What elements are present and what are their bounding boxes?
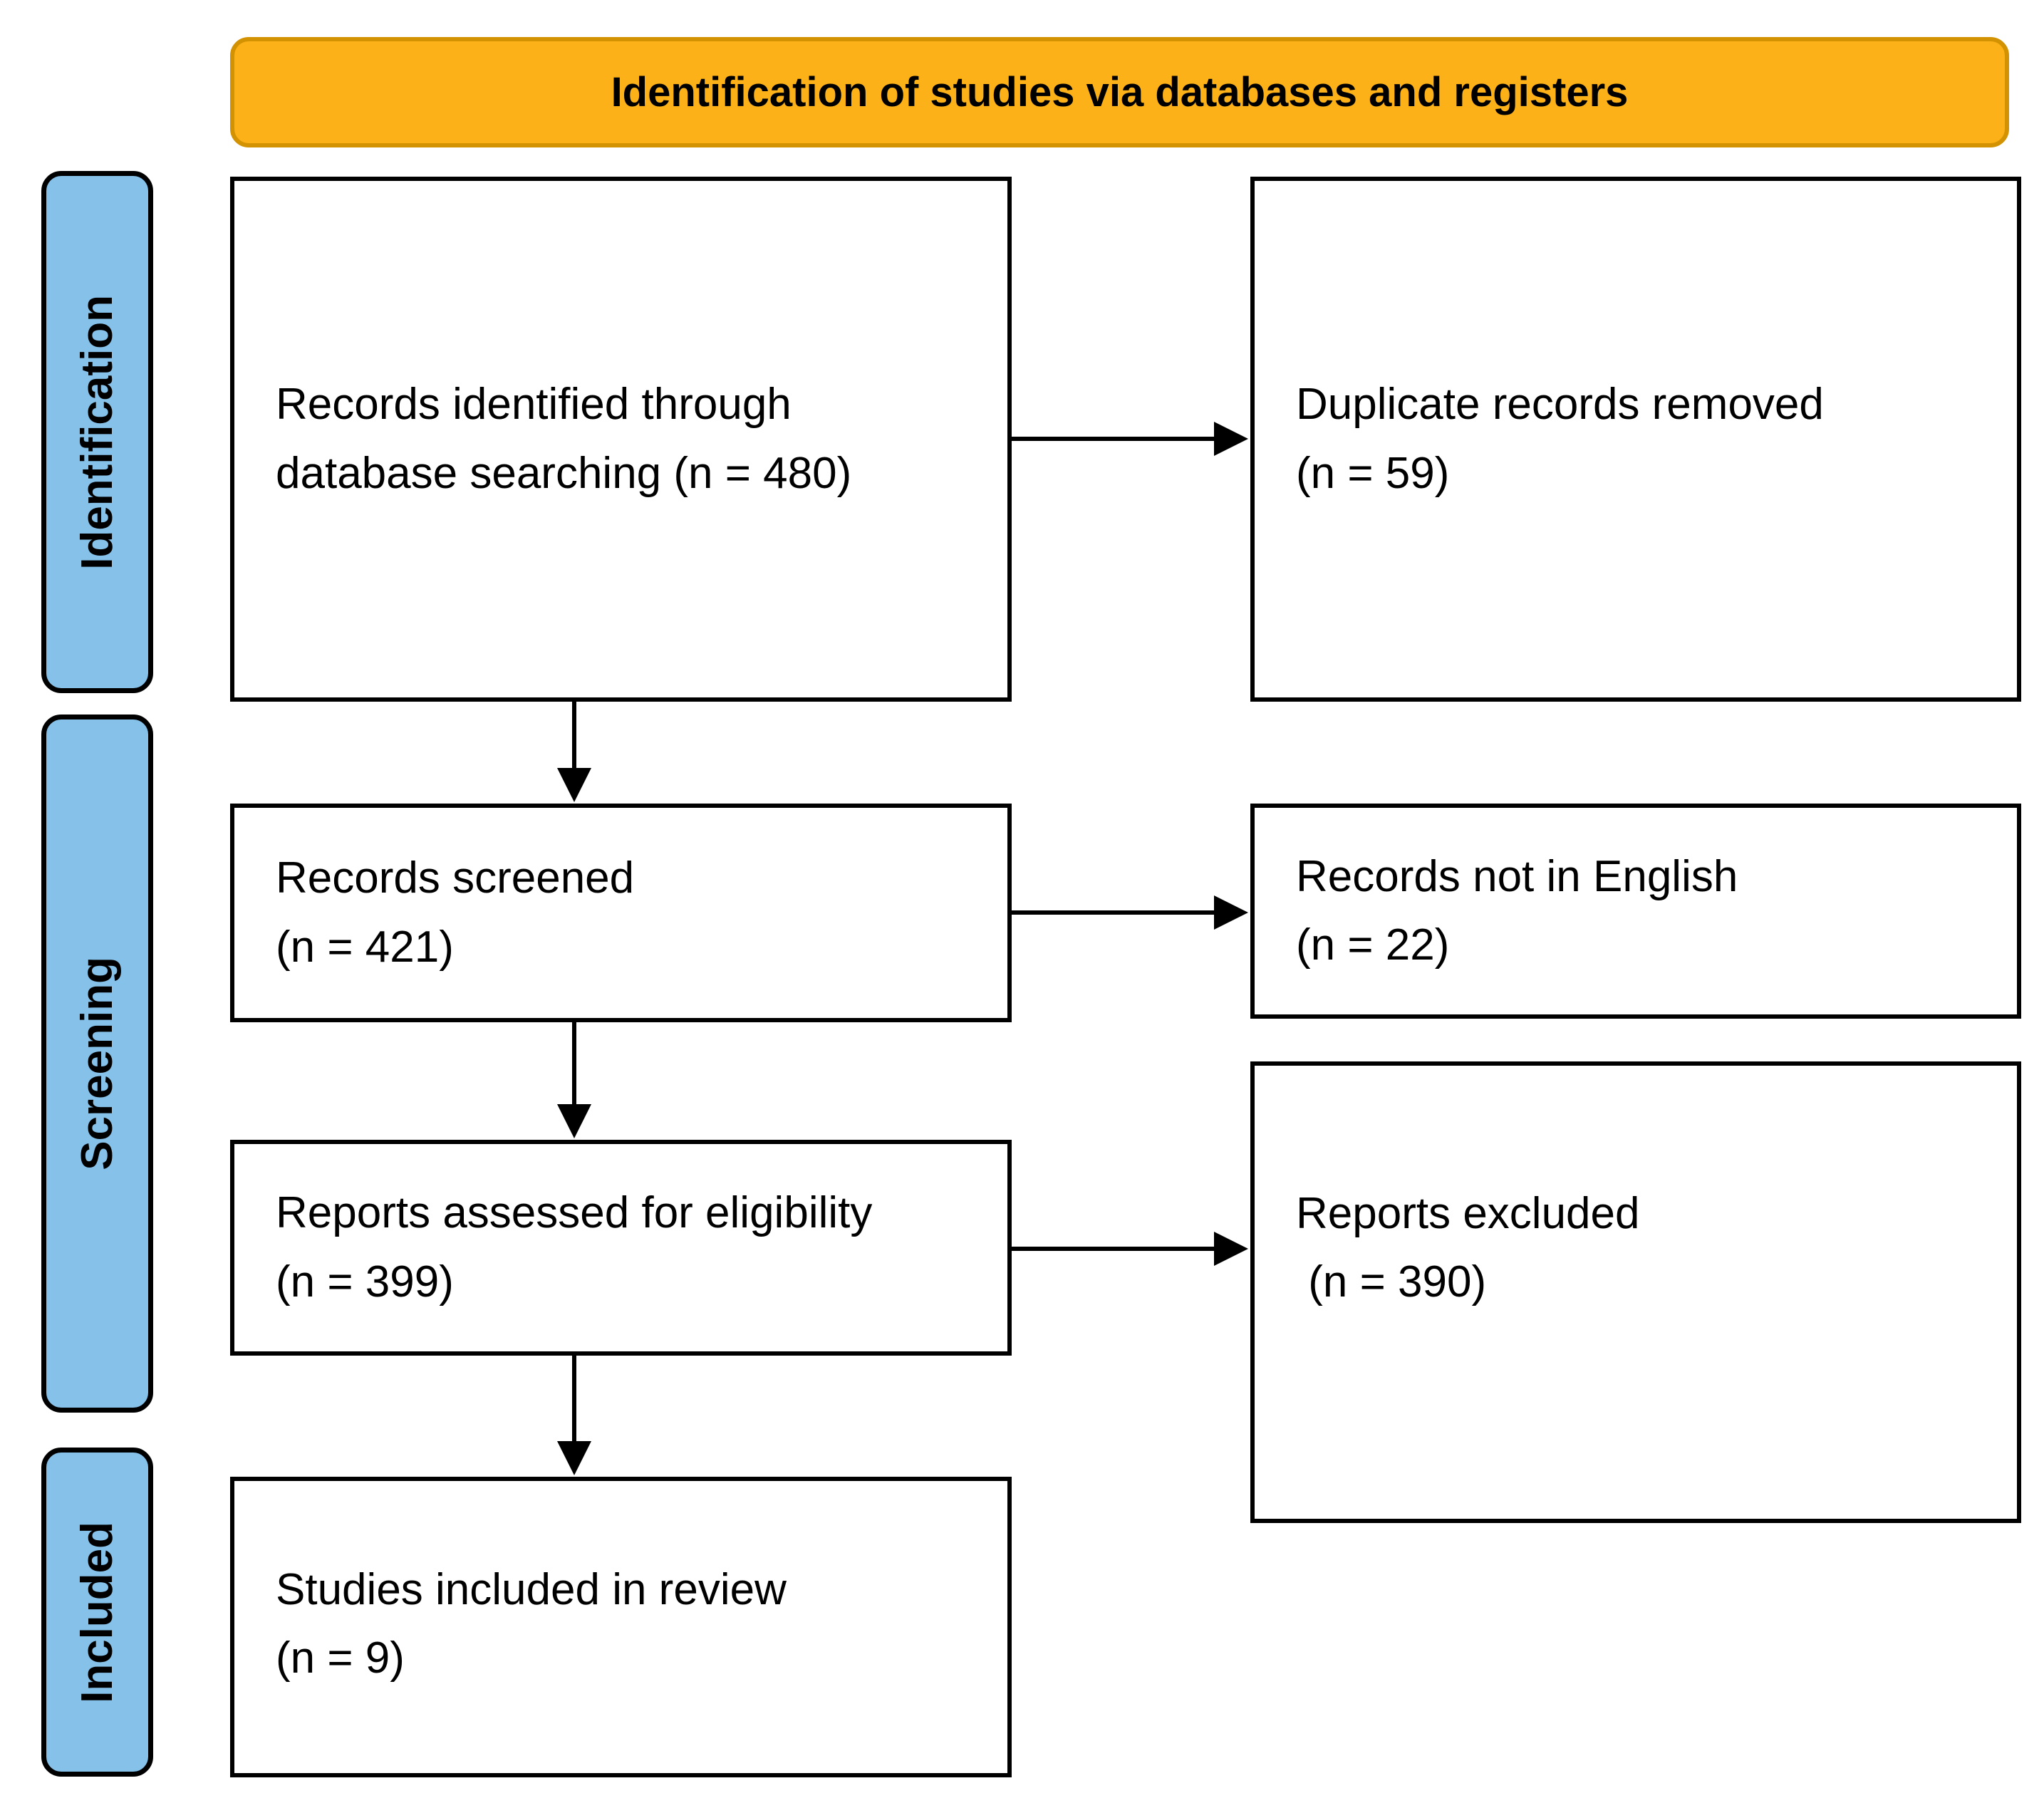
box-records-identified-line-1: Records identified through [276,380,792,430]
arrow-assessed-to-included-icon [557,1356,591,1475]
stage-identification-label: Identification [73,294,122,570]
box-records-not-in-english-line-2: (n = 22) [1296,920,1450,970]
box-studies-included-line-2: (n = 9) [276,1633,405,1683]
box-reports-excluded: Reports excluded (n = 390) [1250,1061,2021,1523]
banner-title: Identification of studies via databases … [611,69,1629,115]
arrow-identified-to-screened-icon [557,702,591,802]
box-duplicate-records-removed-line-1: Duplicate records removed [1296,380,1824,430]
box-records-identified: Records identified through database sear… [230,177,1012,702]
stage-included-label: Included [73,1521,122,1703]
arrow-identified-to-duplicates-icon [1012,422,1248,456]
box-studies-included-line-1: Studies included in review [276,1565,787,1614]
stage-screening-label: Screening [73,957,122,1170]
box-records-identified-line-2: database searching (n = 480) [276,448,852,498]
arrow-screened-to-not-english-icon [1012,895,1248,930]
banner-databases-registers: Identification of studies via databases … [230,37,2009,147]
box-records-screened-line-1: Records screened [276,853,635,903]
box-records-not-in-english-line-1: Records not in English [1296,851,1738,901]
box-duplicate-records-removed: Duplicate records removed (n = 59) [1250,177,2021,702]
box-studies-included: Studies included in review (n = 9) [230,1477,1012,1777]
stage-screening: Screening [41,715,153,1413]
box-records-screened-line-2: (n = 421) [276,922,454,972]
arrow-screened-to-assessed-icon [557,1022,591,1138]
box-reports-assessed-line-2: (n = 399) [276,1257,454,1306]
box-reports-excluded-line-2: (n = 390) [1296,1257,1487,1307]
box-reports-assessed: Reports assessed for eligibility (n = 39… [230,1140,1012,1356]
box-records-not-in-english: Records not in English (n = 22) [1250,804,2021,1019]
stage-identification: Identification [41,171,153,693]
box-reports-assessed-line-1: Reports assessed for eligibility [276,1188,873,1238]
stage-included: Included [41,1448,153,1777]
arrow-assessed-to-excluded-icon [1012,1232,1248,1266]
box-records-screened: Records screened (n = 421) [230,804,1012,1022]
box-reports-excluded-line-1: Reports excluded [1296,1189,1640,1238]
box-duplicate-records-removed-line-2: (n = 59) [1296,448,1450,498]
